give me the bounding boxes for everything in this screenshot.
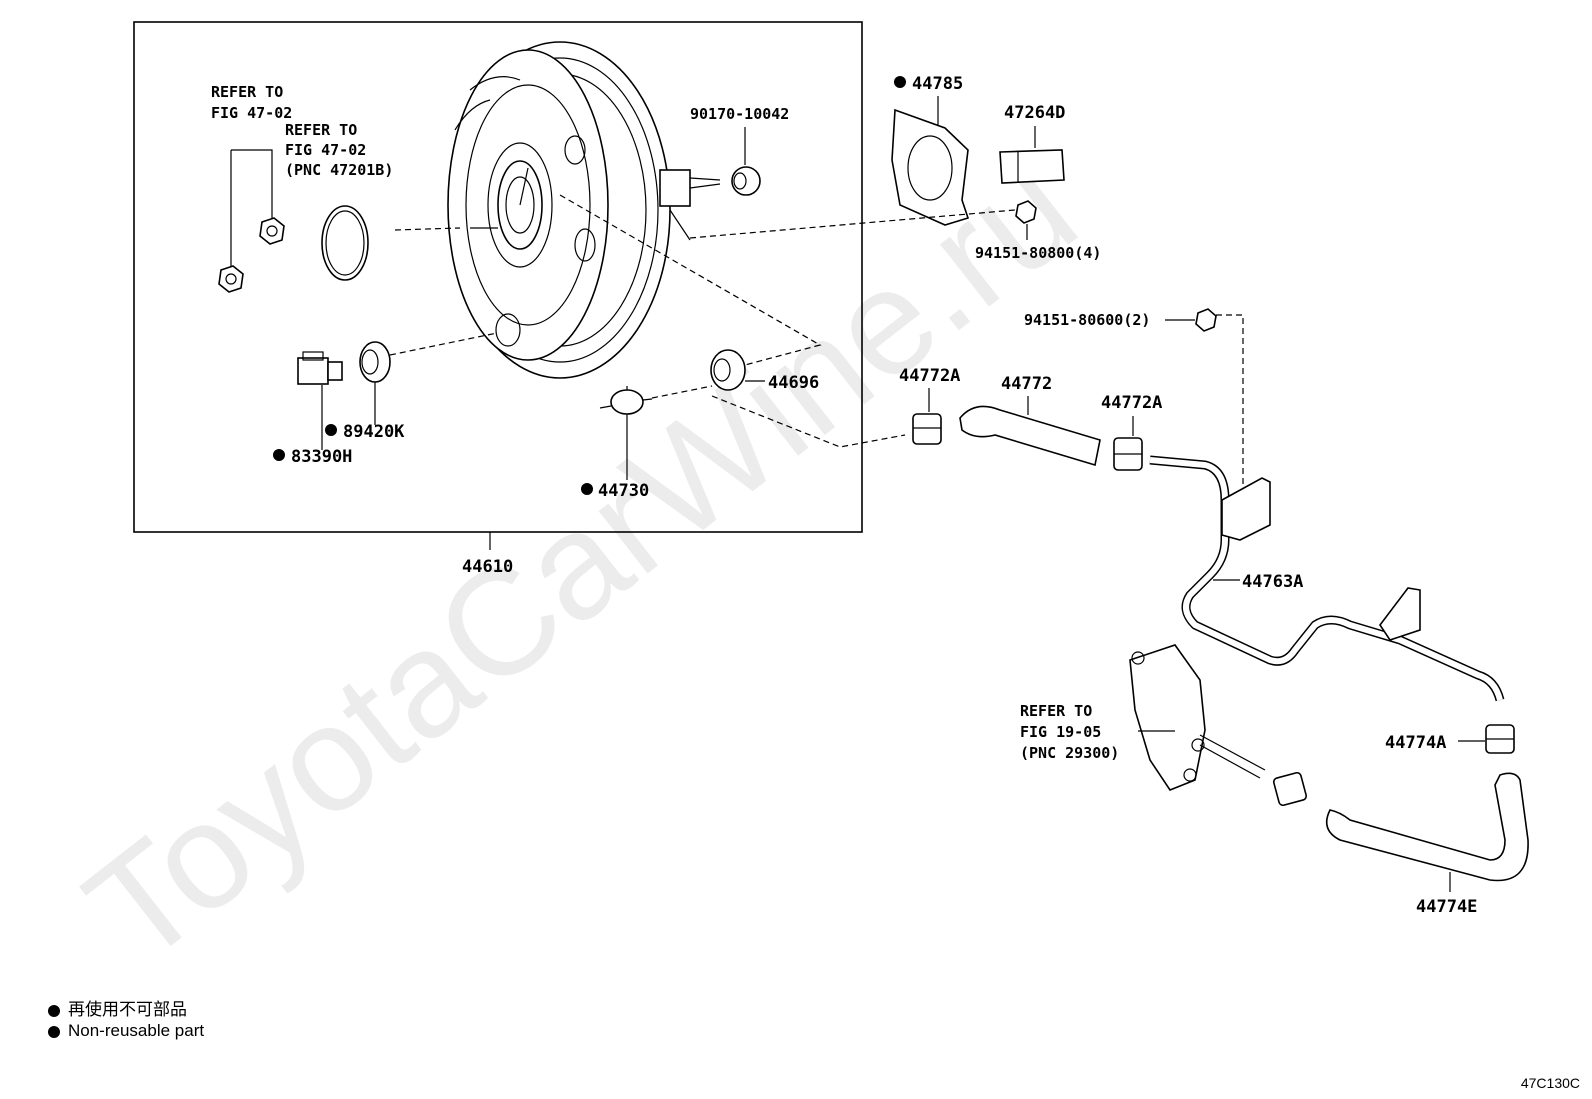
booster-assembly-frame [133,21,863,533]
non-reusable-mark-44730 [581,483,593,495]
label-94151-80600: 94151-80600(2) [1024,311,1150,329]
refer-fig-19-05-line1: REFER TO [1020,702,1092,720]
refer-fig-47-02-a-line2: FIG 47-02 [211,104,292,122]
label-44772: 44772 [1001,374,1052,394]
refer-fig-47-02-b-line3: (PNC 47201B) [285,161,393,179]
legend-dot-icon [48,1025,60,1038]
hose-clamp-44774a [1485,724,1515,754]
vacuum-hose-44774e [1325,772,1529,882]
bracket-47264d [999,149,1065,184]
nut-47-02-right [259,217,285,245]
non-reusable-mark-89420k [325,424,337,436]
hose-clamp-44772a-left [912,413,942,445]
label-44696: 44696 [768,373,819,393]
o-ring-gasket [321,205,369,281]
refer-fig-19-05-line2: FIG 19-05 [1020,723,1101,741]
pipe-bracket-lower [1379,587,1421,641]
label-44772a-right: 44772A [1101,393,1162,413]
refer-fig-47-02-a-line1: REFER TO [211,83,283,101]
label-89420k: 89420K [343,422,405,442]
label-44730: 44730 [598,481,649,501]
nut-90170-10042 [731,166,761,196]
refer-fig-47-02-b-line1: REFER TO [285,121,357,139]
grommet-44696 [710,349,746,391]
label-44610: 44610 [462,557,513,577]
nut-94151-80800 [1015,200,1037,224]
pipe-bracket-upper [1221,477,1271,541]
hose-clamp-pump-side [1272,771,1308,807]
legend-en: Non-reusable part [48,1021,204,1041]
label-94151-80800: 94151-80800(4) [975,244,1101,262]
legend-dot-icon [48,1004,60,1017]
nut-47-02-left [218,265,244,293]
label-44785: 44785 [912,74,963,94]
refer-fig-19-05-line3: (PNC 29300) [1020,744,1119,762]
gasket-44785 [891,108,970,226]
label-44763a: 44763A [1242,572,1303,592]
label-90170-10042: 90170-10042 [690,105,789,123]
label-47264d: 47264D [1004,103,1065,123]
nut-94151-80600 [1195,308,1217,332]
label-44774a: 44774A [1385,733,1446,753]
diagram-code: 47C130C [1520,1075,1580,1091]
legend-jp: 再使用不可部品 [48,995,187,1020]
brake-booster-body [447,41,721,379]
hose-clamp-44772a-right [1113,437,1143,471]
vacuum-sensor-83390h [297,351,343,385]
non-reusable-mark-83390h [273,449,285,461]
vacuum-hose-44772 [959,405,1101,467]
label-83390h: 83390H [291,447,352,467]
refer-fig-47-02-b-line2: FIG 47-02 [285,141,366,159]
vacuum-pump-29300 [1129,644,1266,791]
label-44774e: 44774E [1416,897,1477,917]
non-reusable-mark-44785 [894,76,906,88]
check-valve-44730 [599,386,653,415]
label-44772a-left: 44772A [899,366,960,386]
legend-jp-text: 再使用不可部品 [68,1000,187,1019]
grommet-89420k [359,341,391,383]
legend-en-text: Non-reusable part [68,1021,205,1040]
